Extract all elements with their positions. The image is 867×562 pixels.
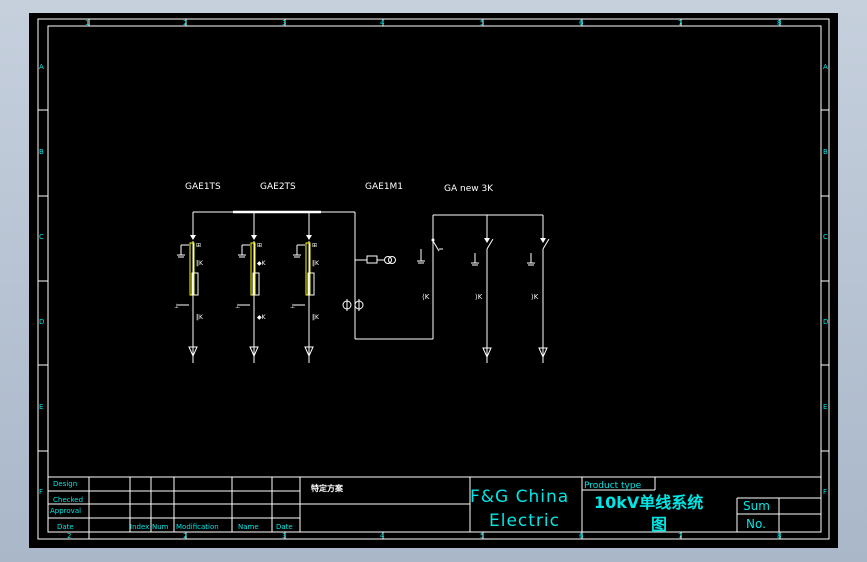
left-letter-f: F xyxy=(39,488,43,496)
top-num-8: 8 xyxy=(777,19,781,27)
svg-text:⊥: ⊥ xyxy=(235,303,240,310)
single-line-diagram: ⊞ ‖K ‖K ⊥ ⊞ ◆K ◆K ⊥ xyxy=(174,210,550,363)
svg-text:⟩K: ⟩K xyxy=(475,293,483,301)
right-letter-e: E xyxy=(823,403,827,411)
top-num-3: 3 xyxy=(282,19,286,27)
switch-feeder-a: ⟩K xyxy=(471,215,494,363)
right-letter-a: A xyxy=(823,63,828,71)
label-gae2ts: GAE2TS xyxy=(260,182,296,192)
left-letter-e: E xyxy=(39,403,43,411)
bottom-num-2: 2 xyxy=(183,532,187,540)
feeder-gae2ts-b: ⊞ ‖K ‖K ⊥ xyxy=(290,212,320,363)
left-letter-d: D xyxy=(39,318,44,326)
tb-company-line1: F&G China xyxy=(470,487,569,507)
top-num-6: 6 xyxy=(579,19,584,27)
right-letter-f: F xyxy=(823,488,827,496)
tb-sum-label: Sum xyxy=(743,499,770,513)
bottom-num-5: 5 xyxy=(480,532,484,540)
svg-text:⟩K: ⟩K xyxy=(531,293,539,301)
svg-text:‖K: ‖K xyxy=(196,314,204,321)
tb-num-header: Num xyxy=(152,523,169,531)
tb-design-label: Design xyxy=(53,480,77,488)
drawing-sheet: 1 2 3 4 5 6 7 8 2 2 3 4 5 6 7 8 A B C D … xyxy=(37,18,830,540)
left-letter-b: B xyxy=(39,148,44,156)
top-num-5: 5 xyxy=(480,19,484,27)
svg-text:⟨K: ⟨K xyxy=(422,293,430,301)
tb-no-label: No. xyxy=(746,517,766,531)
svg-text:‖K: ‖K xyxy=(312,314,320,321)
bottom-num-3: 3 xyxy=(282,532,286,540)
bottom-num-6: 6 xyxy=(579,532,584,540)
top-num-4: 4 xyxy=(380,19,385,27)
left-letter-c: C xyxy=(39,233,44,241)
title-block: Design Checked Approval Date Index Num M… xyxy=(47,476,822,534)
feeder-gae1ts: ⊞ ‖K ‖K ⊥ xyxy=(174,212,204,363)
tb-company-line2: Electric xyxy=(489,511,560,531)
cad-drawing-canvas[interactable]: 1 2 3 4 5 6 7 8 2 2 3 4 5 6 7 8 A B C D … xyxy=(29,13,838,548)
tb-name-header: Name xyxy=(238,523,259,531)
tb-date-header: Date xyxy=(57,523,74,531)
switch-feeder-b: ⟩K xyxy=(527,215,550,363)
left-letter-a: A xyxy=(39,63,44,71)
label-ga-new-3k: GA new 3K xyxy=(444,184,494,194)
top-num-7: 7 xyxy=(678,19,682,27)
feeder-gae2ts: ⊞ ◆K ◆K ⊥ xyxy=(235,212,267,363)
svg-text:⊞: ⊞ xyxy=(312,242,317,249)
top-num-1: 1 xyxy=(85,19,89,27)
top-num-2: 2 xyxy=(183,19,187,27)
svg-text:⊞: ⊞ xyxy=(257,242,262,249)
right-letter-d: D xyxy=(823,318,828,326)
svg-text:⊥: ⊥ xyxy=(174,303,179,310)
right-letter-c: C xyxy=(823,233,828,241)
switch-coupler-right: ⟨K xyxy=(417,215,443,301)
tb-date2-header: Date xyxy=(276,523,293,531)
tb-approval-label: Approval xyxy=(50,507,81,515)
tb-index-header: Index xyxy=(130,523,149,531)
svg-text:⊥: ⊥ xyxy=(290,303,295,310)
svg-text:◆K: ◆K xyxy=(257,314,267,321)
bottom-num-4: 4 xyxy=(380,532,385,540)
bottom-num-8: 8 xyxy=(777,532,781,540)
label-gae1m1: GAE1M1 xyxy=(365,182,403,192)
svg-text:⊞: ⊞ xyxy=(196,242,201,249)
right-letter-b: B xyxy=(823,148,828,156)
svg-text:‖K: ‖K xyxy=(312,260,320,267)
tb-modification-header: Modification xyxy=(176,523,219,531)
tb-checked-label: Checked xyxy=(53,496,83,504)
tb-product-type-label: Product type xyxy=(584,481,642,491)
label-gae1ts: GAE1TS xyxy=(185,182,221,192)
tb-product-name-b: 图 xyxy=(651,515,667,534)
svg-text:◆K: ◆K xyxy=(257,260,267,267)
bottom-num-7: 7 xyxy=(678,532,682,540)
tb-remark: 特定方案 xyxy=(311,483,344,493)
bottom-num-1: 2 xyxy=(67,532,71,540)
tb-product-name-a: 10kV单线系统 xyxy=(594,493,703,512)
svg-text:‖K: ‖K xyxy=(196,260,204,267)
